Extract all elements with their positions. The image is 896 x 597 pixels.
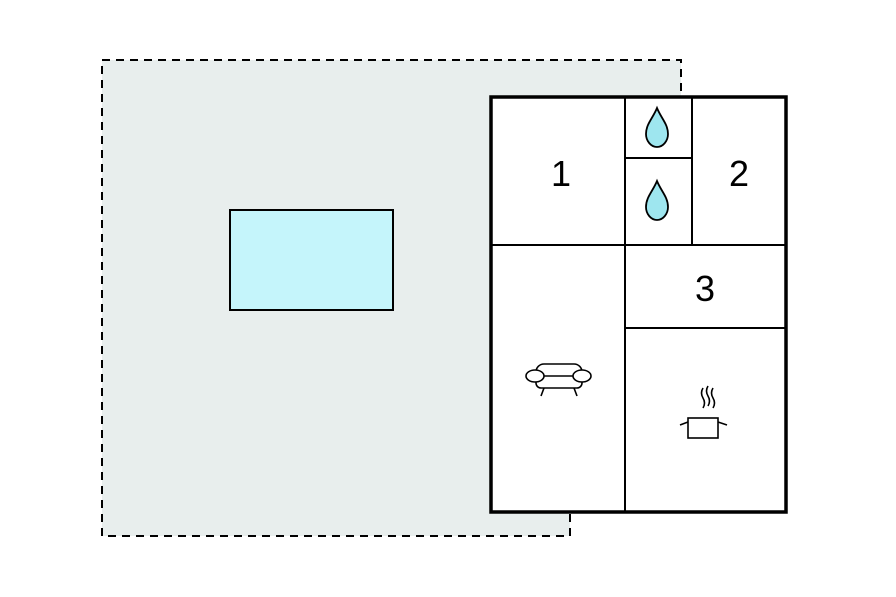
cooking-pot-icon [679, 385, 728, 439]
room-label-2: 2 [729, 153, 749, 194]
room-label-1: 1 [551, 153, 571, 194]
house-outline [489, 95, 788, 514]
interior-walls [491, 97, 786, 512]
sofa-icon [525, 363, 592, 397]
room-label-3: 3 [695, 268, 715, 309]
pool [229, 209, 394, 311]
water-drop-icon [645, 178, 669, 221]
water-drop-icon [645, 105, 669, 148]
